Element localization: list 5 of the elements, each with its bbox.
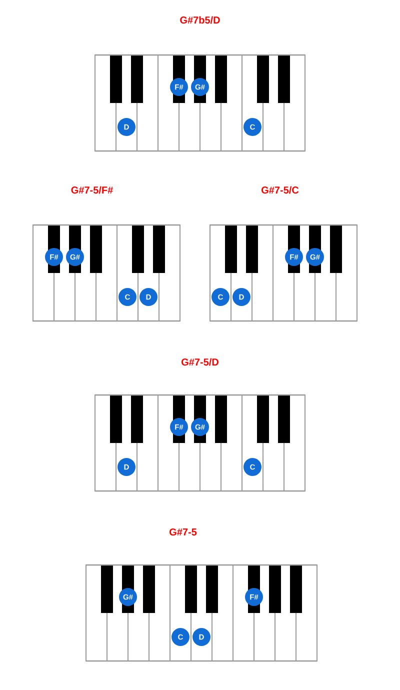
- chord-title: G#7-5/C: [262, 186, 299, 194]
- chord-title: G#7-5/D: [182, 358, 218, 366]
- chord-title: G#7-5/F#: [71, 186, 113, 194]
- chord-title: G#7b5/D: [180, 16, 220, 24]
- chord-title: G#7-5: [170, 528, 197, 536]
